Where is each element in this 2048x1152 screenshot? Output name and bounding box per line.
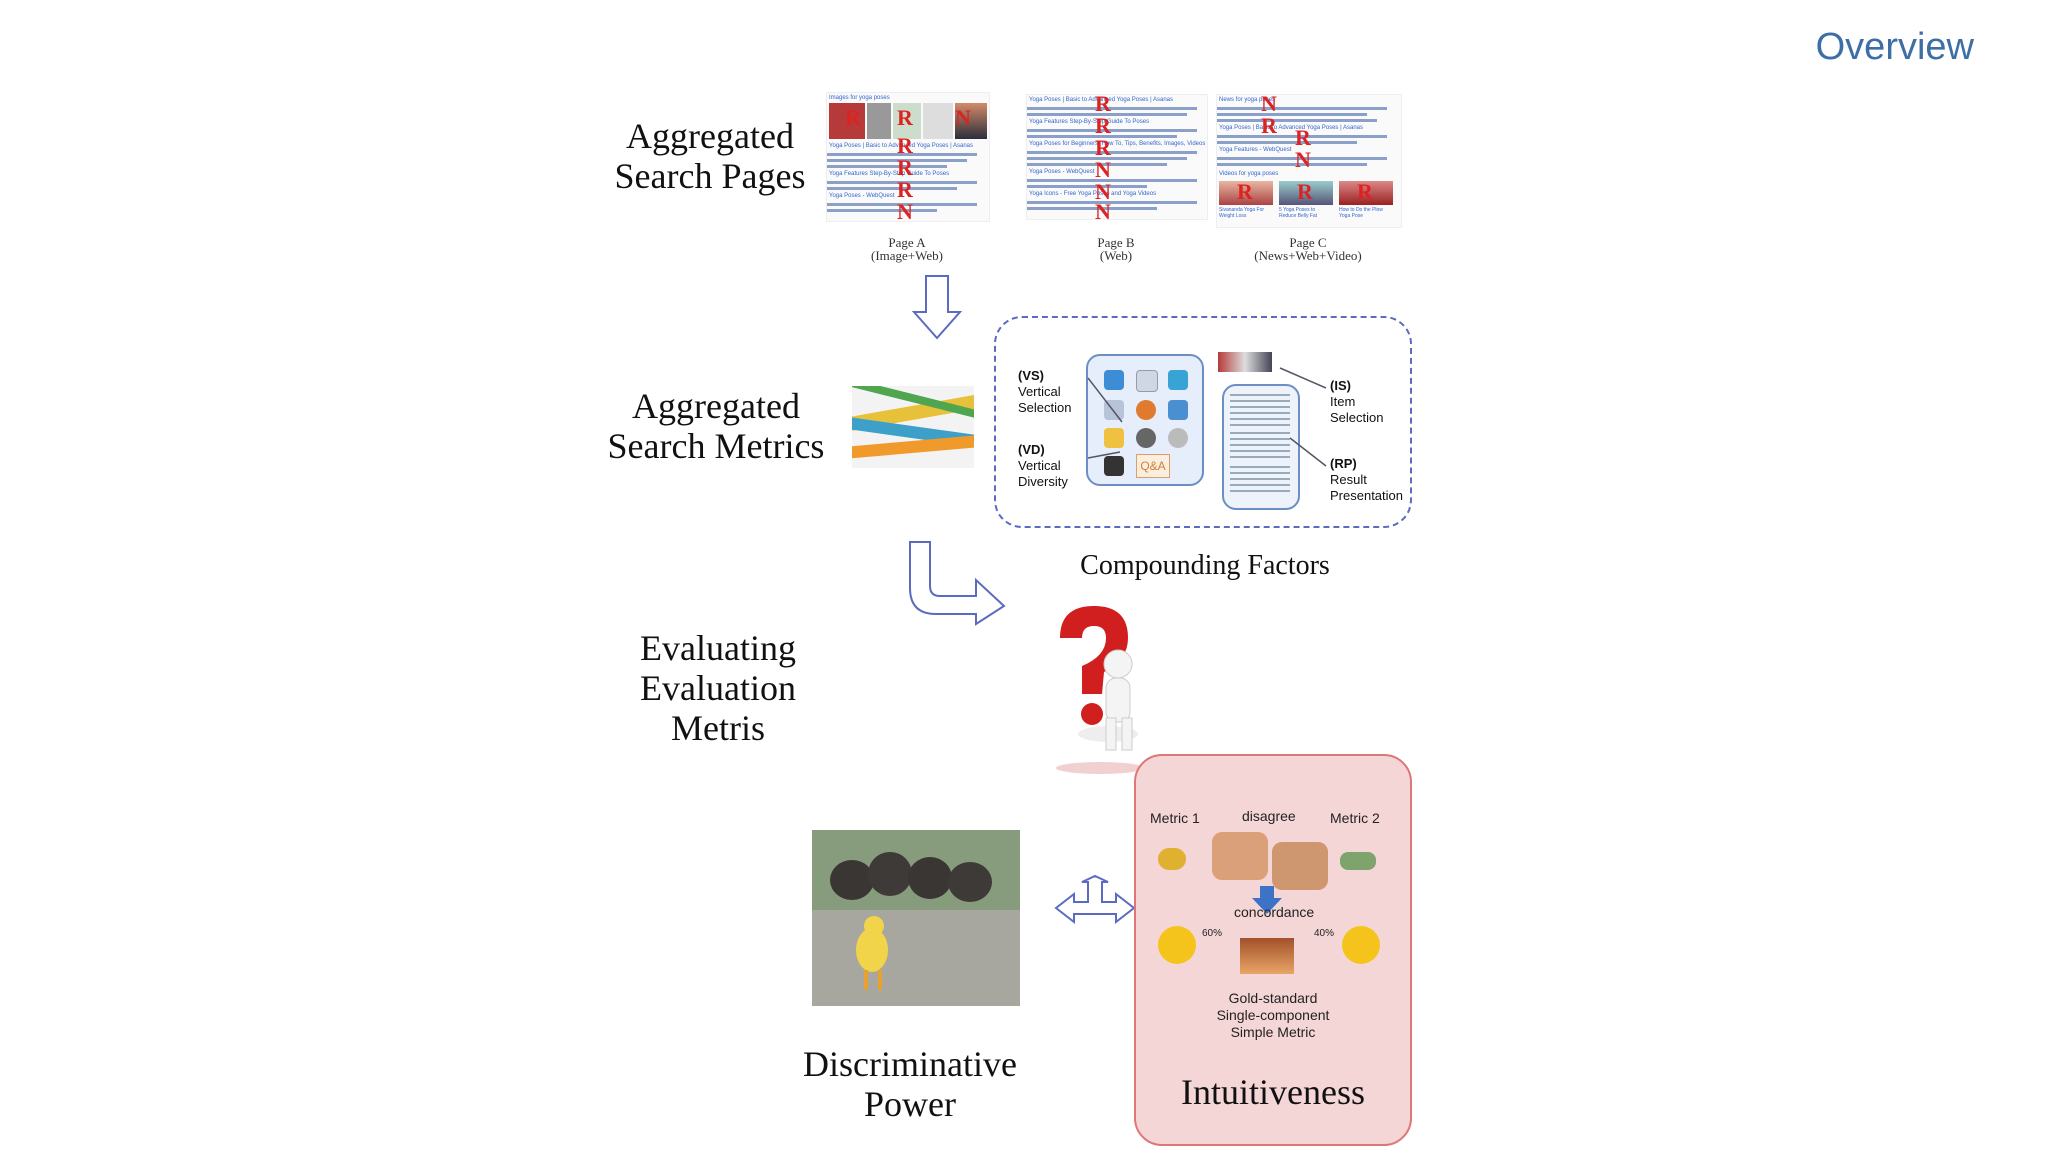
measuring-tapes-image [846,378,983,468]
thumbs-down-icon [1272,842,1328,890]
image-result [923,103,953,139]
intuitiveness-box: Metric 1 Metric 2 disagree concordance 6… [1134,754,1412,1146]
result-page-panel [1222,384,1300,510]
bidirectional-arrow-icon [1054,874,1136,925]
disagree-label: disagree [1242,808,1296,824]
thumbs-up-icon [1212,832,1268,880]
page-a-thumbnail: Images for yoga poses R R N Yoga Poses |… [826,92,990,222]
news-icon [1136,370,1158,392]
slide-title: Overview [1815,26,1974,68]
page-b-caption: Page B (Web) [1097,235,1135,263]
film-icon [1104,456,1124,476]
page-c-caption: Page C (News+Web+Video) [1254,235,1362,263]
factor-is-label: (IS) Item Selection [1330,378,1384,425]
image-result [867,103,891,139]
stage-evaluating-metrics: Evaluating Evaluation Metris [640,628,796,748]
percent-right: 40% [1314,928,1335,939]
stage-aggregated-search-metrics: Aggregated Search Metrics [607,386,825,466]
tape-icon [1340,852,1376,870]
video-result [1279,181,1333,205]
tape-icon [1158,848,1186,870]
stage-intuitiveness: Intuitiveness [1181,1072,1365,1112]
qa-icon: Q&A [1136,454,1170,478]
sad-face-icon [1342,926,1380,964]
factor-vs-label: (VS) Vertical Selection [1018,368,1072,415]
factor-connectors [1087,367,1327,467]
gold-standard-image [1240,938,1294,974]
factor-rp-label: (RP) Result Presentation [1330,456,1403,503]
down-arrow-icon [1252,886,1282,914]
page-b-thumbnail: Yoga Poses | Basic to Advanced Yoga Pose… [1026,94,1208,220]
video-result [1219,181,1273,205]
people-icon [1168,400,1188,420]
globe-icon [1168,428,1188,448]
factor-vd-label: (VD) Vertical Diversity [1018,442,1068,489]
page-a-caption: Page A (Image+Web) [871,235,943,263]
page-c-thumbnail: News for yoga poses Yoga Poses | Basic t… [1216,94,1402,228]
folder-icon [1104,428,1124,448]
camera-icon [1104,370,1124,390]
ducklings-image [812,830,1020,1006]
metric2-label: Metric 2 [1330,810,1380,826]
concordance-label: concordance [1234,904,1315,920]
image-result [893,103,921,139]
image-result [829,103,865,139]
compounding-factors-title: Compounding Factors [1080,550,1330,581]
stage-discriminative-power: Discriminative Power [803,1044,1017,1124]
map-icon [1168,370,1188,390]
gold-standard-label: Gold-standard Single-component Simple Me… [1216,990,1330,1040]
item-images-strip [1218,352,1272,372]
gear-icon [1136,428,1156,448]
question-figure-image [1056,606,1144,774]
image-result [955,103,987,139]
metric1-label: Metric 1 [1150,810,1200,826]
recipe-icon [1136,400,1156,420]
video-result [1339,181,1393,205]
down-arrow-icon [912,275,962,340]
page-a-header: Images for yoga poses [829,95,890,101]
happy-face-icon [1158,926,1196,964]
verticals-panel: Q&A [1086,354,1204,486]
percent-left: 60% [1202,928,1223,939]
bent-arrow-icon [909,541,1006,626]
compounding-factors-box: (VS) Vertical Selection (VD) Vertical Di… [994,316,1412,528]
stage-aggregated-search-pages: Aggregated Search Pages [614,116,806,196]
